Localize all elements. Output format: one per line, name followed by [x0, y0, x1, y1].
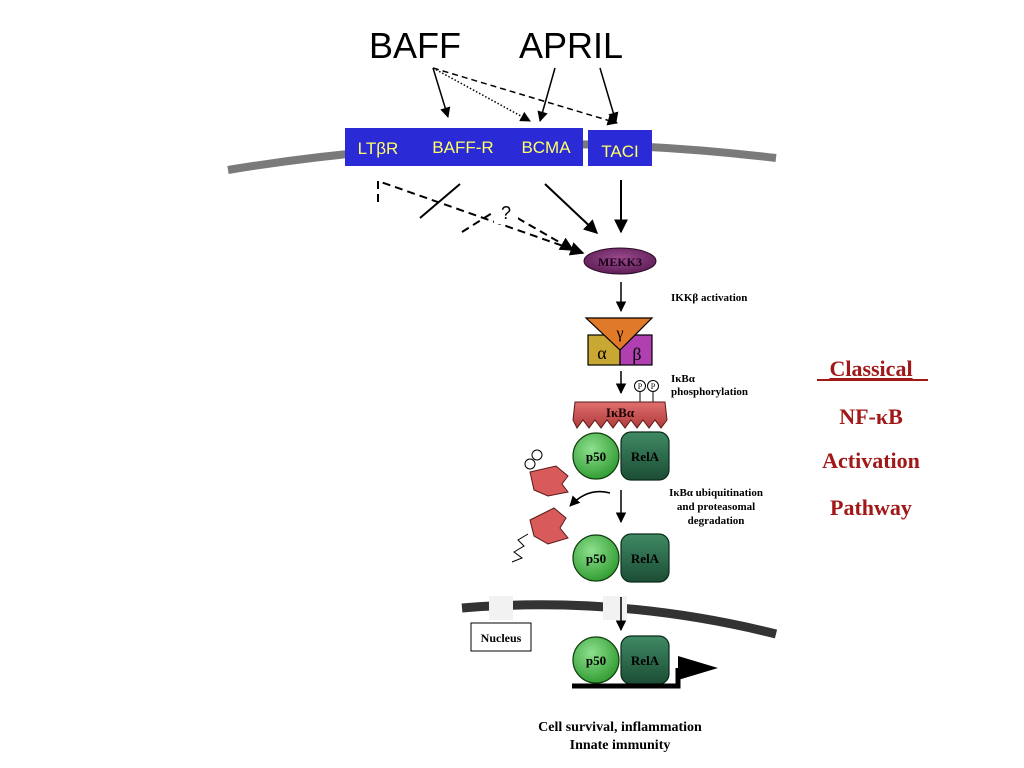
ikba-label: IκBα	[606, 405, 635, 420]
nuclear-pore	[603, 596, 627, 620]
receptor-taci	[588, 130, 652, 166]
p50-node	[572, 534, 620, 582]
question-mark-mask	[494, 200, 518, 224]
pathway-title-line-1: Classical	[829, 356, 912, 381]
baff-to-taci-arrow	[432, 67, 619, 126]
nucleus-label: Nucleus	[481, 631, 522, 645]
ikk-beta-label: β	[632, 344, 641, 364]
pathway-title-line-2: NF-κB	[839, 404, 903, 429]
receptor-ltbr	[345, 128, 411, 166]
ikk-activation-label: IKKβ activation	[671, 292, 747, 304]
receptor-taci-label: TACI	[601, 142, 638, 161]
ikk-complex: α β γ	[584, 317, 654, 366]
phosphate-icon	[531, 449, 543, 461]
p50-label: p50	[586, 653, 606, 668]
ubiquitination-label-1: IκBα ubiquitination	[669, 487, 763, 499]
phosphate-icon	[524, 458, 536, 470]
phosphate-label: P	[651, 382, 656, 391]
baffr-solid-signal	[419, 183, 461, 219]
receptor-bcma-label: BCMA	[521, 138, 571, 157]
p50-label: p50	[586, 449, 606, 464]
transcription-arrow-icon	[678, 656, 718, 680]
p50-node	[572, 636, 620, 684]
phosphate-icon	[634, 380, 646, 392]
ikba-node	[572, 401, 668, 429]
april-to-taci-arrow	[599, 67, 619, 124]
ubiquitination-label-3: degradation	[688, 515, 745, 527]
april-label: APRIL	[519, 25, 623, 66]
pathway-title-line-3: Activation	[822, 448, 920, 473]
ubiquitination-label-2: and proteasomal	[677, 501, 755, 513]
ltbr-dashed-signal	[377, 179, 585, 256]
bcma-solid-signal	[544, 183, 599, 234]
outcome-line-1: Cell survival, inflammation	[538, 720, 702, 735]
ikba-release-arrow	[569, 490, 611, 507]
phosphate-groups	[634, 380, 659, 402]
mekk3-label: MEKK3	[598, 255, 642, 269]
rela-label: RelA	[631, 449, 660, 464]
receptor-ltbr-label: LTβR	[358, 139, 399, 158]
ikk-gamma-label: γ	[615, 325, 623, 342]
phosphorylated-ikba-fragment	[529, 465, 569, 497]
rela-node	[620, 533, 670, 583]
phosphate-icon	[647, 380, 659, 392]
p50-label: p50	[586, 551, 606, 566]
nucleus-label-box	[470, 622, 532, 652]
phosphate-label: P	[638, 382, 643, 391]
nuclear-pore	[489, 596, 513, 620]
mekk3-node	[583, 247, 657, 275]
ligand-arrows	[432, 67, 619, 126]
ikk-gamma-subunit	[584, 317, 654, 351]
pathway-title-line-4: Pathway	[830, 495, 912, 520]
rela-label: RelA	[631, 551, 660, 566]
ikk-alpha-label: α	[597, 343, 607, 363]
receptor-baffr-label: BAFF-R	[432, 138, 493, 157]
baff-to-bcma-arrow	[432, 67, 531, 122]
ubiquitinated-ikba-fragment	[529, 507, 569, 545]
p50-node	[572, 432, 620, 480]
outcome-line-2: Innate immunity	[570, 738, 671, 753]
degraded-ikba-fragments	[511, 449, 569, 563]
rela-node	[620, 431, 670, 481]
unknown-link-mark: ?	[501, 203, 511, 223]
ubiquitin-chain-icon	[511, 533, 529, 563]
rela-label: RelA	[631, 653, 660, 668]
receptors: LTβR BAFF-R BCMA TACI	[345, 128, 652, 166]
ikba-phos-label-1: IκBα	[671, 373, 696, 385]
april-to-bcma-arrow	[537, 67, 556, 123]
baff-to-baffr-arrow	[432, 67, 451, 119]
ikba-phos-label-2: phosphorylation	[671, 386, 748, 398]
receptor-baffr	[411, 128, 507, 166]
baff-label: BAFF	[369, 25, 461, 66]
receptor-bcma	[507, 128, 583, 166]
